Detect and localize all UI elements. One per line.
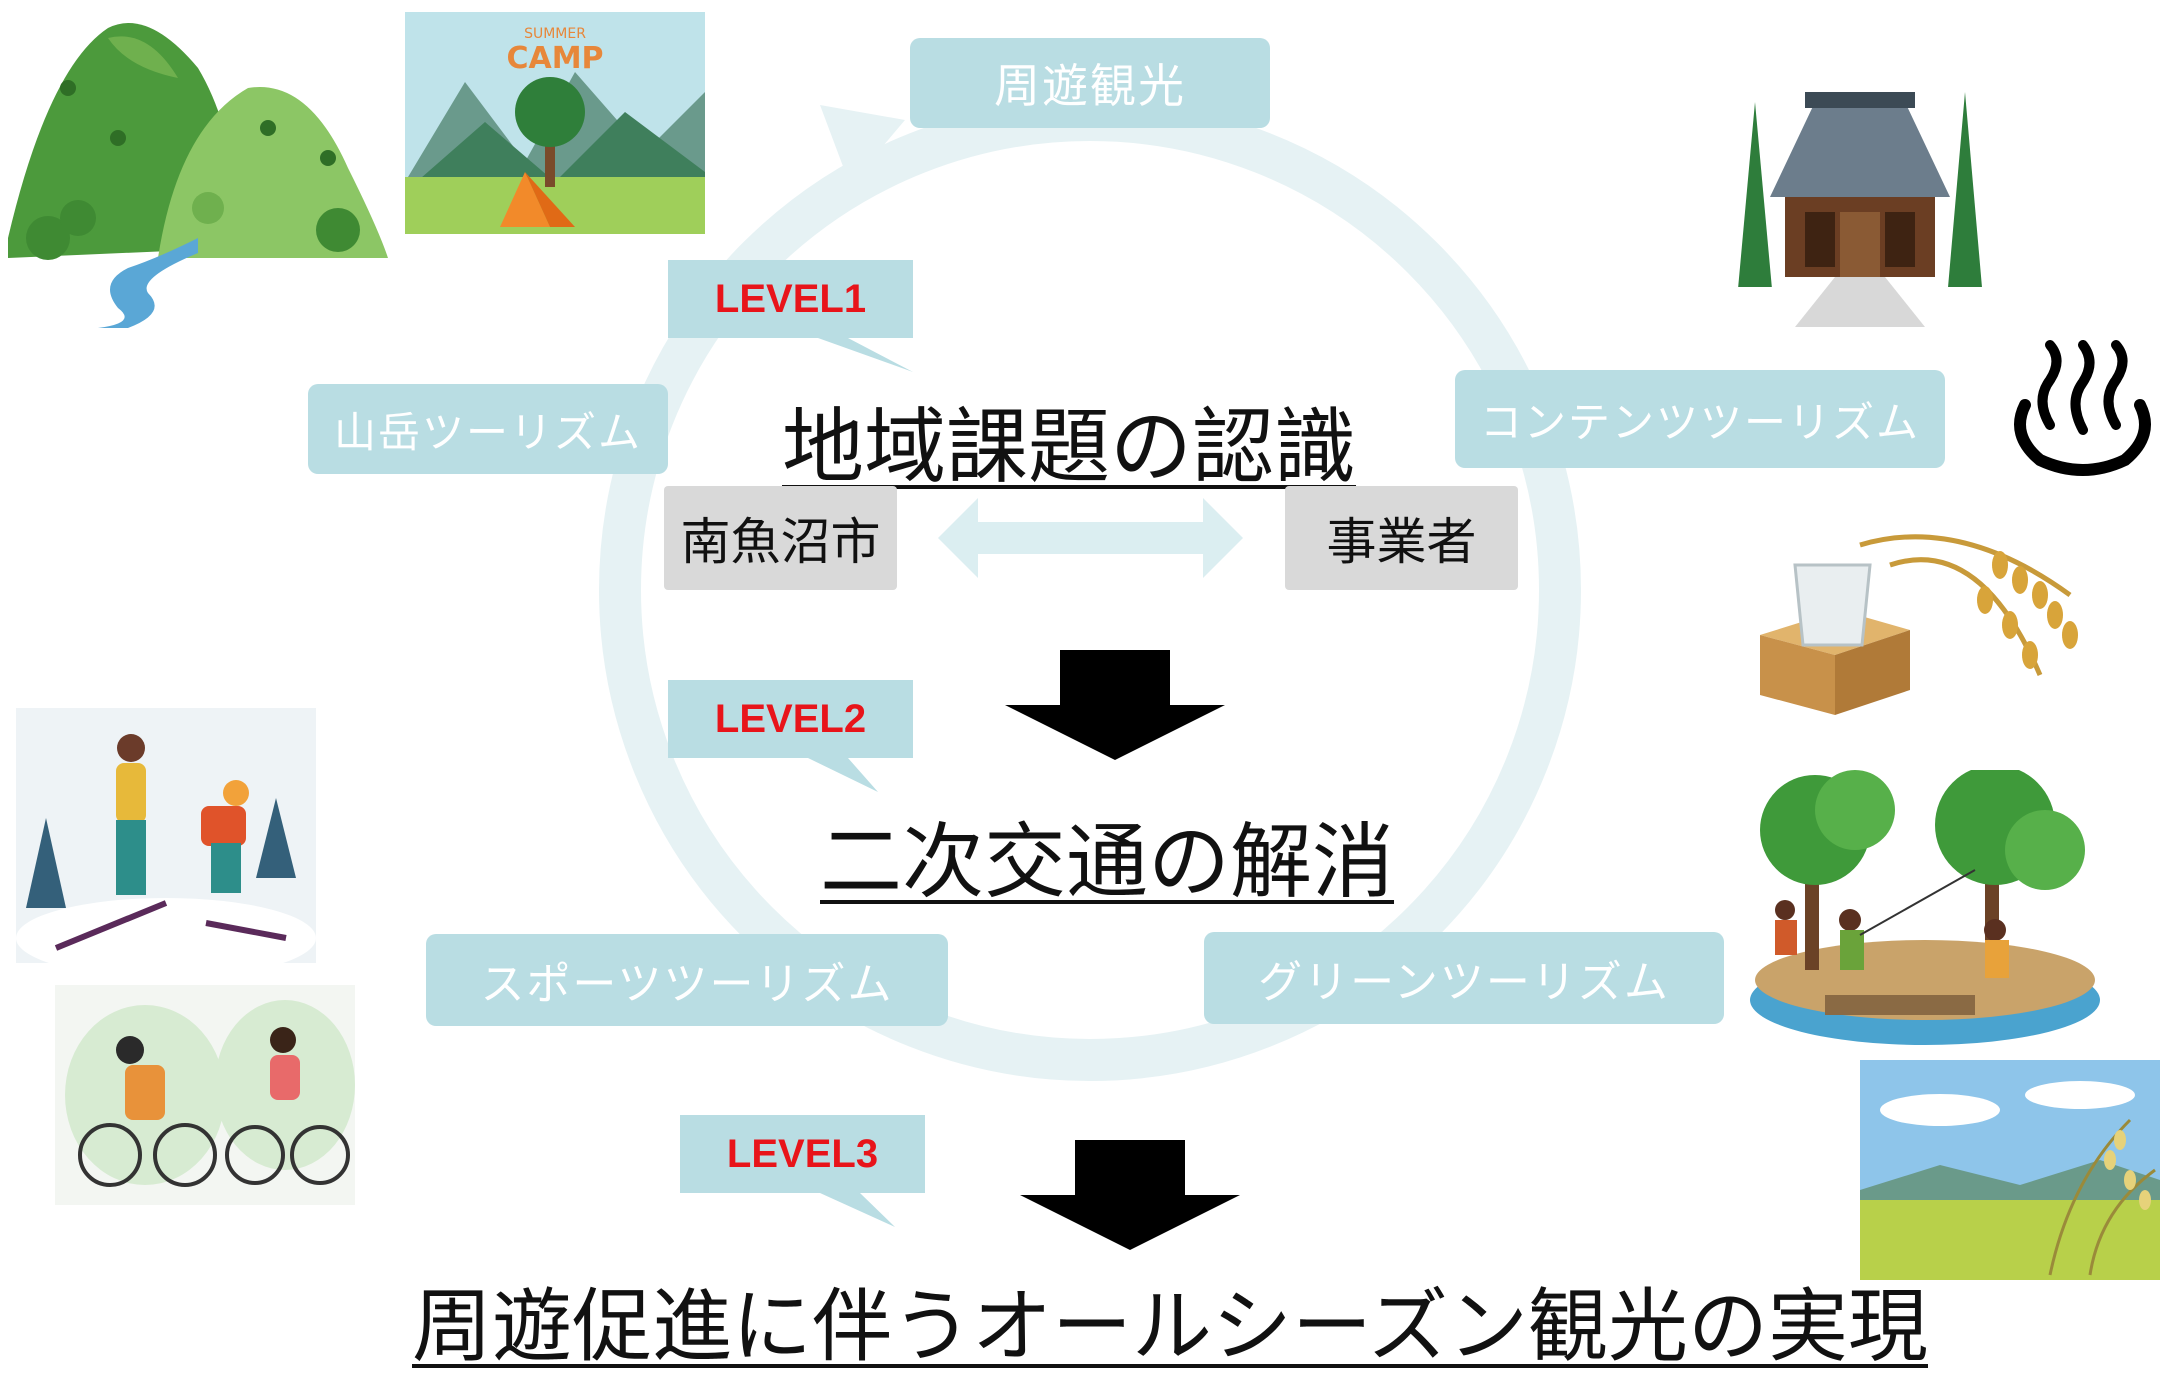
level2-badge: LEVEL2 — [668, 680, 913, 800]
double-arrow — [938, 498, 1243, 578]
tag-sangaku-tourism: 山岳ツーリズム — [308, 384, 668, 474]
tag-green-tourism: グリーンツーリズム — [1204, 932, 1724, 1024]
tag-contents-tourism: コンテンツツーリズム — [1455, 370, 1945, 468]
level3-label: LEVEL3 — [726, 1131, 879, 1176]
level1-label: LEVEL1 — [714, 276, 867, 321]
camp-sign-big: CAMP — [506, 41, 603, 76]
business-operator-box: 事業者 — [1285, 486, 1518, 590]
down-arrow-2 — [1020, 1140, 1240, 1250]
down-arrow-1 — [1005, 650, 1225, 760]
summer-camp-illustration: SUMMER CAMP — [405, 12, 705, 234]
mountain-illustration — [8, 23, 388, 328]
level1-badge: LEVEL1 — [668, 260, 913, 380]
level1-title: 地域課題の認識 — [782, 400, 1357, 495]
rice-field-illustration — [1860, 1060, 2160, 1280]
level2-title: 二次交通の解消 — [820, 815, 1395, 910]
tag-shuyu-kanko: 周遊観光 — [910, 38, 1270, 128]
cycling-illustration — [55, 985, 355, 1205]
level3-title: 周遊促進に伴うオールシーズン観光の実現 — [412, 1280, 1928, 1373]
level2-label: LEVEL2 — [714, 696, 867, 741]
onsen-icon — [2014, 340, 2151, 476]
tag-sports-tourism: スポーツツーリズム — [426, 934, 948, 1026]
level3-badge: LEVEL3 — [680, 1115, 925, 1235]
fishing-illustration — [1750, 770, 2100, 1045]
ski-illustration — [16, 708, 316, 963]
sake-rice-illustration — [1760, 534, 2078, 715]
temple-illustration — [1725, 92, 1995, 327]
minamiuonuma-city-box: 南魚沼市 — [664, 486, 897, 590]
cycle-arrowhead — [820, 105, 905, 185]
camp-sign-small: SUMMER — [524, 26, 586, 42]
